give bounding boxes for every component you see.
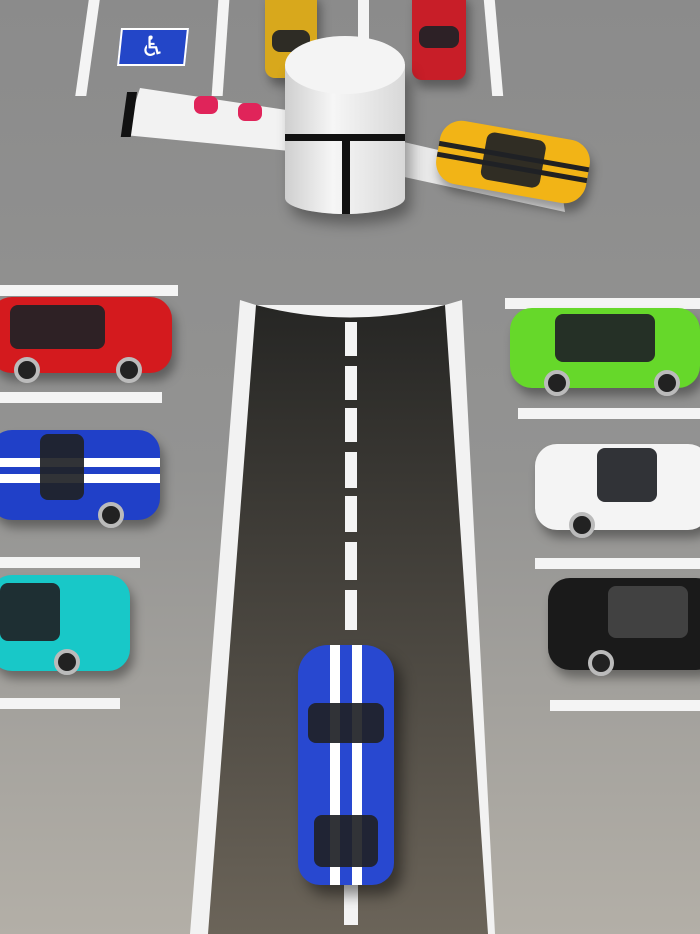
- car-right-black[interactable]: [548, 578, 700, 676]
- gate-tower-top: [285, 36, 405, 94]
- parking-line: [0, 557, 140, 568]
- car-right-green[interactable]: [510, 308, 700, 396]
- center-dashes: [344, 322, 358, 925]
- barrier-button[interactable]: [238, 103, 262, 121]
- car-left-cyan[interactable]: [0, 575, 130, 675]
- parking-line: [518, 408, 700, 419]
- car-left-red[interactable]: [0, 297, 172, 383]
- parking-line: [0, 285, 178, 296]
- parking-line: [535, 558, 700, 569]
- parking-line: [550, 700, 700, 711]
- parking-line: [0, 698, 120, 709]
- parking-line: [358, 0, 369, 40]
- player-car[interactable]: [298, 645, 394, 885]
- parking-line: [0, 392, 162, 403]
- parking-line: [505, 298, 700, 309]
- car-left-blue[interactable]: [0, 430, 160, 528]
- car-top-red[interactable]: [412, 0, 466, 80]
- barrier-button[interactable]: [194, 96, 218, 114]
- car-right-white[interactable]: [535, 444, 700, 538]
